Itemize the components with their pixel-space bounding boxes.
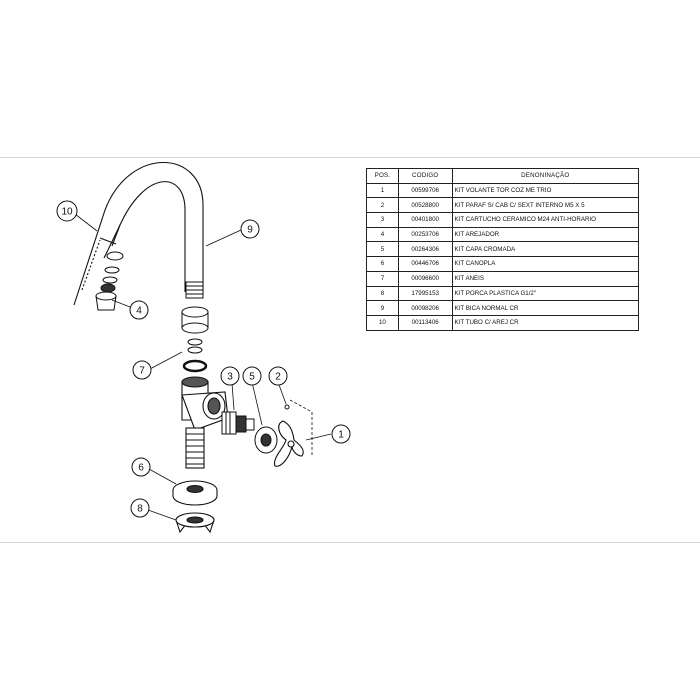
row-description: KIT PORCA PLASTICA G1/2" [451, 285, 640, 302]
svg-text:9: 9 [247, 225, 253, 236]
valve-body [181, 376, 229, 469]
callout-6: 6 [131, 457, 151, 477]
table-row: 5 00264306 KIT CAPA CROMADA [366, 241, 640, 258]
row-code: 00401800 [397, 212, 453, 228]
parts-table: POS. CODIGO DENONINAÇÃO 1 00599706 KIT V… [366, 168, 640, 331]
exploded-view-drawing: 1 2 3 4 5 6 7 8 9 10 [56, 162, 351, 534]
table-row: 9 00098206 KIT BICA NORMAL CR [366, 300, 640, 316]
callout-3: 3 [220, 366, 240, 386]
row-code: 00096600 [397, 270, 453, 287]
row-code: 00599706 [397, 182, 453, 199]
row-description: KIT CAPA CROMADA [451, 241, 640, 258]
table-row: 3 00401800 KIT CARTUCHO CERAMICO M24 ANT… [366, 212, 640, 228]
table-row: 10 00113406 KIT TUBO C/ AREJ CR [366, 314, 640, 331]
svg-text:7: 7 [139, 366, 145, 377]
table-row: 1 00599706 KIT VOLANTE TOR COZ ME TRIO [366, 182, 640, 199]
svg-text:8: 8 [137, 504, 143, 515]
row-pos: 3 [366, 212, 399, 228]
row-code: 00446706 [397, 256, 453, 272]
table-header-row: POS. CODIGO DENONINAÇÃO [366, 168, 640, 184]
svg-text:10: 10 [61, 207, 73, 218]
callout-10: 10 [56, 200, 78, 222]
row-code: 00113406 [397, 314, 453, 331]
row-description: KIT PARAF S/ CAB C/ SEXT INTERNO M5 X 5 [451, 197, 640, 214]
callout-2: 2 [268, 366, 288, 386]
callout-8: 8 [130, 498, 150, 518]
row-code: 00253706 [397, 226, 453, 243]
set-screw [284, 404, 290, 410]
table-row: 2 00528800 KIT PARAF S/ CAB C/ SEXT INTE… [366, 197, 640, 214]
svg-text:2: 2 [275, 372, 281, 383]
svg-text:5: 5 [249, 372, 255, 383]
row-description: KIT VOLANTE TOR COZ ME TRIO [451, 182, 640, 199]
row-pos: 6 [366, 256, 399, 272]
row-pos: 9 [366, 300, 399, 316]
bottom-divider [0, 542, 700, 543]
header-description: DENONINAÇÃO [451, 168, 640, 184]
row-description: KIT CANOPLA [451, 256, 640, 272]
callout-5: 5 [242, 366, 262, 386]
leader-lines [74, 213, 332, 521]
callout-4: 4 [129, 300, 149, 320]
row-pos: 8 [366, 285, 399, 302]
handle [273, 420, 304, 467]
row-description: KIT TUBO C/ AREJ CR [451, 314, 640, 331]
top-divider [0, 157, 700, 158]
row-description: KIT CARTUCHO CERAMICO M24 ANTI-HORARIO [451, 212, 640, 228]
svg-text:3: 3 [227, 372, 233, 383]
table-row: 4 00253706 KIT AREJADOR [366, 226, 640, 243]
row-description: KIT BICA NORMAL CR [451, 300, 640, 316]
aerator-parts [95, 251, 124, 311]
chrome-cap [254, 426, 278, 454]
callout-9: 9 [240, 219, 260, 239]
table-row: 6 00446706 KIT CANOPLA [366, 256, 640, 272]
table-row: 7 00096600 KIT ANEIS [366, 270, 640, 287]
row-pos: 10 [366, 314, 399, 331]
svg-text:4: 4 [136, 306, 142, 317]
row-pos: 5 [366, 241, 399, 258]
spout-thread [185, 281, 204, 299]
row-pos: 7 [366, 270, 399, 287]
row-code: 00528800 [397, 197, 453, 214]
row-description: KIT AREJADOR [451, 226, 640, 243]
row-pos: 4 [366, 226, 399, 243]
canopla [172, 480, 218, 506]
row-code: 17995153 [397, 285, 453, 302]
row-code: 00264306 [397, 241, 453, 258]
cartridge [221, 411, 255, 435]
row-pos: 1 [366, 182, 399, 199]
plastic-nut [175, 512, 215, 534]
spout [73, 162, 204, 306]
header-code: CODIGO [397, 168, 453, 184]
callout-1: 1 [331, 424, 351, 444]
header-pos: POS. [366, 168, 399, 184]
row-description: KIT ANEIS [451, 270, 640, 287]
rings [181, 306, 209, 373]
svg-text:1: 1 [338, 430, 344, 441]
callout-7: 7 [132, 360, 152, 380]
handle-bracket [289, 399, 313, 413]
table-row: 8 17995153 KIT PORCA PLASTICA G1/2" [366, 285, 640, 302]
svg-text:6: 6 [138, 463, 144, 474]
row-code: 00098206 [397, 300, 453, 316]
row-pos: 2 [366, 197, 399, 214]
